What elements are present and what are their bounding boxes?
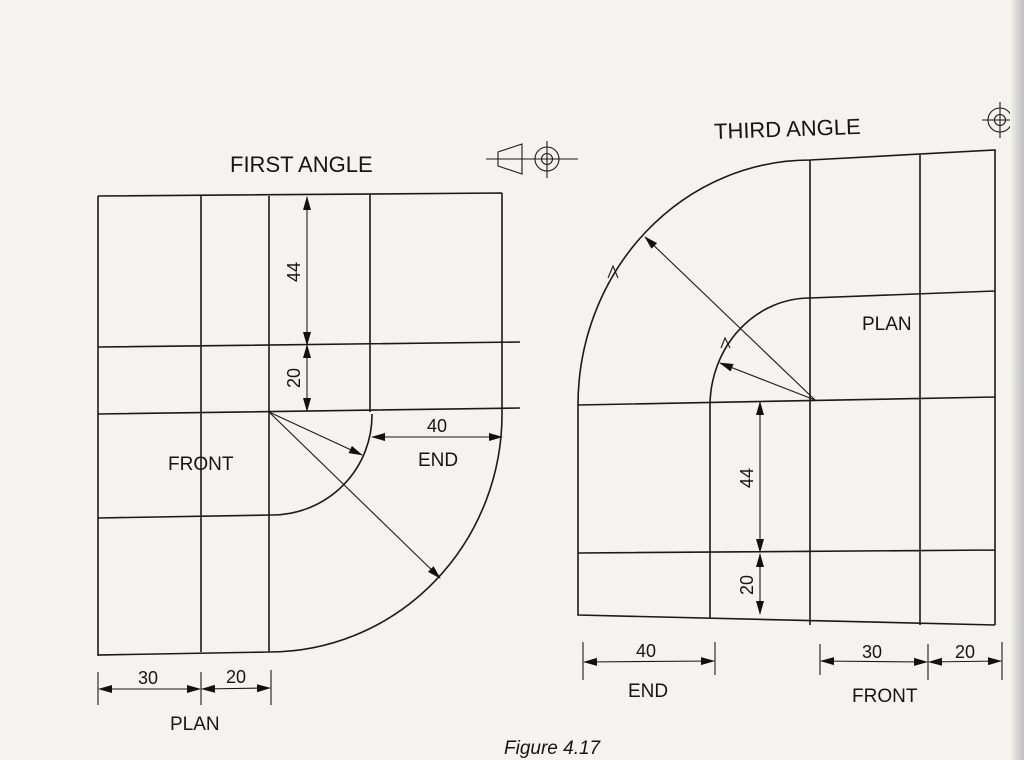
dim-40-first: 40 xyxy=(427,416,447,436)
page-edge xyxy=(1010,0,1024,760)
label-end-third: END xyxy=(628,681,668,702)
label-plan-first: PLAN xyxy=(170,714,220,735)
dim-20-front-third: 20 xyxy=(955,642,975,662)
first-angle-view: FIRST ANGLE 44 20 40 FRONT END 30 20 PLA… xyxy=(97,141,578,735)
dim-20-first: 20 xyxy=(284,368,304,388)
label-front-third: FRONT xyxy=(852,686,918,707)
third-angle-view: THIRD ANGLE PLAN 44 20 40 30 20 END FRON… xyxy=(577,102,1020,707)
label-end-first: END xyxy=(418,450,458,471)
first-angle-symbol-icon xyxy=(486,141,578,178)
dim-20-third: 20 xyxy=(737,575,757,595)
label-plan-third: PLAN xyxy=(862,314,912,335)
dim-20-plan-first: 20 xyxy=(226,667,246,687)
label-front-first: FRONT xyxy=(168,454,234,475)
first-angle-title: FIRST ANGLE xyxy=(230,152,373,177)
dim-44-third: 44 xyxy=(737,468,757,488)
figure-caption: Figure 4.17 xyxy=(504,738,602,759)
dim-30-third: 30 xyxy=(862,642,882,662)
dim-30-first: 30 xyxy=(138,668,158,688)
third-angle-title: THIRD ANGLE xyxy=(714,114,861,144)
dim-44-first: 44 xyxy=(284,262,304,282)
dim-40-third: 40 xyxy=(636,641,656,661)
